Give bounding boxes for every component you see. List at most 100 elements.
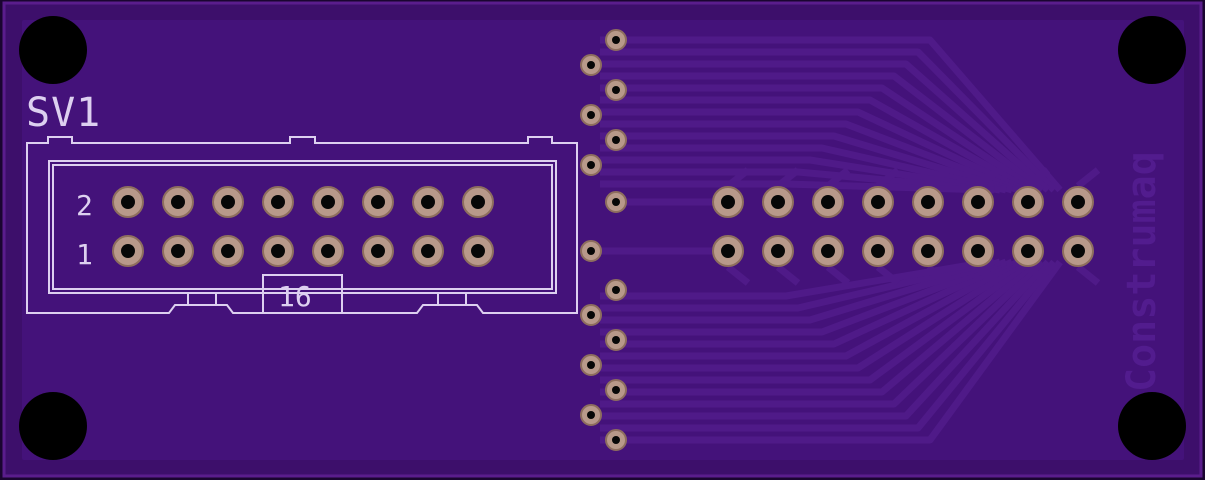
pad-drill (221, 195, 235, 209)
pad-drill (121, 195, 135, 209)
pcb-trace (600, 259, 1051, 420)
via-drill (587, 247, 595, 255)
pad-drill (471, 195, 485, 209)
pad-drill (421, 195, 435, 209)
pad-drill (271, 195, 285, 209)
connector-sv1-outline (26, 136, 578, 314)
pad-drill (971, 195, 985, 209)
via-drill (587, 411, 595, 419)
pcb-trace (975, 264, 1001, 286)
pcb-trace (600, 259, 1045, 408)
mounting-hole (19, 16, 87, 84)
pcb-trace (600, 72, 1045, 193)
via-drill (612, 336, 620, 344)
via-drill (587, 161, 595, 169)
pad-drill (821, 244, 835, 258)
pcb-trace (600, 259, 1039, 396)
pcb-trace (600, 84, 1038, 193)
pad-drill (271, 244, 285, 258)
pad-drill (821, 195, 835, 209)
pad-drill (921, 244, 935, 258)
brand-text-vertical: Construmaq (1119, 151, 1165, 392)
via-drill (587, 361, 595, 369)
pcb-trace (600, 96, 1032, 194)
via-drill (587, 311, 595, 319)
pin-1-label: 1 (76, 238, 93, 271)
pcb-trace (600, 258, 989, 300)
pad-drill (1021, 244, 1035, 258)
mounting-hole (19, 392, 87, 460)
pad-drill (121, 244, 135, 258)
pad-drill (1071, 195, 1085, 209)
header-pad-group (112, 186, 494, 267)
pcb-trace (600, 60, 1051, 193)
pcb-trace (600, 120, 1020, 194)
via-drill (612, 198, 620, 206)
via-drill (612, 136, 620, 144)
pad-drill (371, 244, 385, 258)
pcb-trace (600, 48, 1057, 193)
pcb-trace (875, 167, 901, 189)
trace-group (591, 36, 1101, 444)
pcb-trace (775, 167, 801, 189)
pad-drill (921, 195, 935, 209)
pcb-trace (600, 258, 995, 312)
pad-drill (871, 244, 885, 258)
via-drill (612, 36, 620, 44)
pad-drill (321, 195, 335, 209)
pcb-trace (600, 259, 1026, 372)
pad-drill (771, 244, 785, 258)
pad-drill (721, 195, 735, 209)
via-drill (612, 286, 620, 294)
pcb-trace (600, 259, 1033, 384)
pcb-trace (1075, 167, 1101, 189)
pcb-trace (925, 264, 951, 286)
pad-drill (371, 195, 385, 209)
via-group (580, 29, 627, 451)
pcb-trace (600, 36, 1063, 193)
pad-drill (771, 195, 785, 209)
pad-drill (971, 244, 985, 258)
pad-drill (221, 244, 235, 258)
pad-drill (1021, 195, 1035, 209)
via-drill (587, 111, 595, 119)
pad-drill (471, 244, 485, 258)
pcb-trace (1025, 264, 1051, 286)
pad-drill (321, 244, 335, 258)
mounting-hole (1118, 392, 1186, 460)
pcb-trace (600, 259, 1057, 432)
pcb-trace (600, 108, 1026, 194)
pcb-trace (725, 264, 751, 286)
pcb-trace (725, 167, 751, 189)
pad-drill (1071, 244, 1085, 258)
pcb-trace (825, 167, 851, 189)
via-drill (612, 386, 620, 394)
connector-size-label: 16 (278, 280, 312, 313)
pcb-trace (600, 132, 1014, 194)
pcb-trace (1075, 264, 1101, 286)
pcb-trace (775, 264, 801, 286)
mounting-hole-group (19, 16, 1186, 460)
pcb-trace (600, 259, 1063, 444)
pcb-trace (600, 258, 1020, 360)
pcb-trace (875, 264, 901, 286)
pcb-trace (825, 264, 851, 286)
via-drill (612, 436, 620, 444)
pad-drill (421, 244, 435, 258)
mounting-hole (1118, 16, 1186, 84)
pin-2-label: 2 (76, 189, 93, 222)
pad-drill (871, 195, 885, 209)
ref-designator-label: SV1 (26, 90, 101, 136)
pcb-trace (600, 258, 1002, 324)
via-drill (587, 61, 595, 69)
via-drill (612, 86, 620, 94)
pad-drill (721, 244, 735, 258)
pad-drill (171, 195, 185, 209)
pcb-trace (600, 258, 1008, 336)
pad-drill (171, 244, 185, 258)
pcb-trace (925, 167, 951, 189)
pcb-trace (975, 167, 1001, 189)
pcb-trace (600, 258, 1014, 348)
right-pad-group (712, 186, 1094, 267)
